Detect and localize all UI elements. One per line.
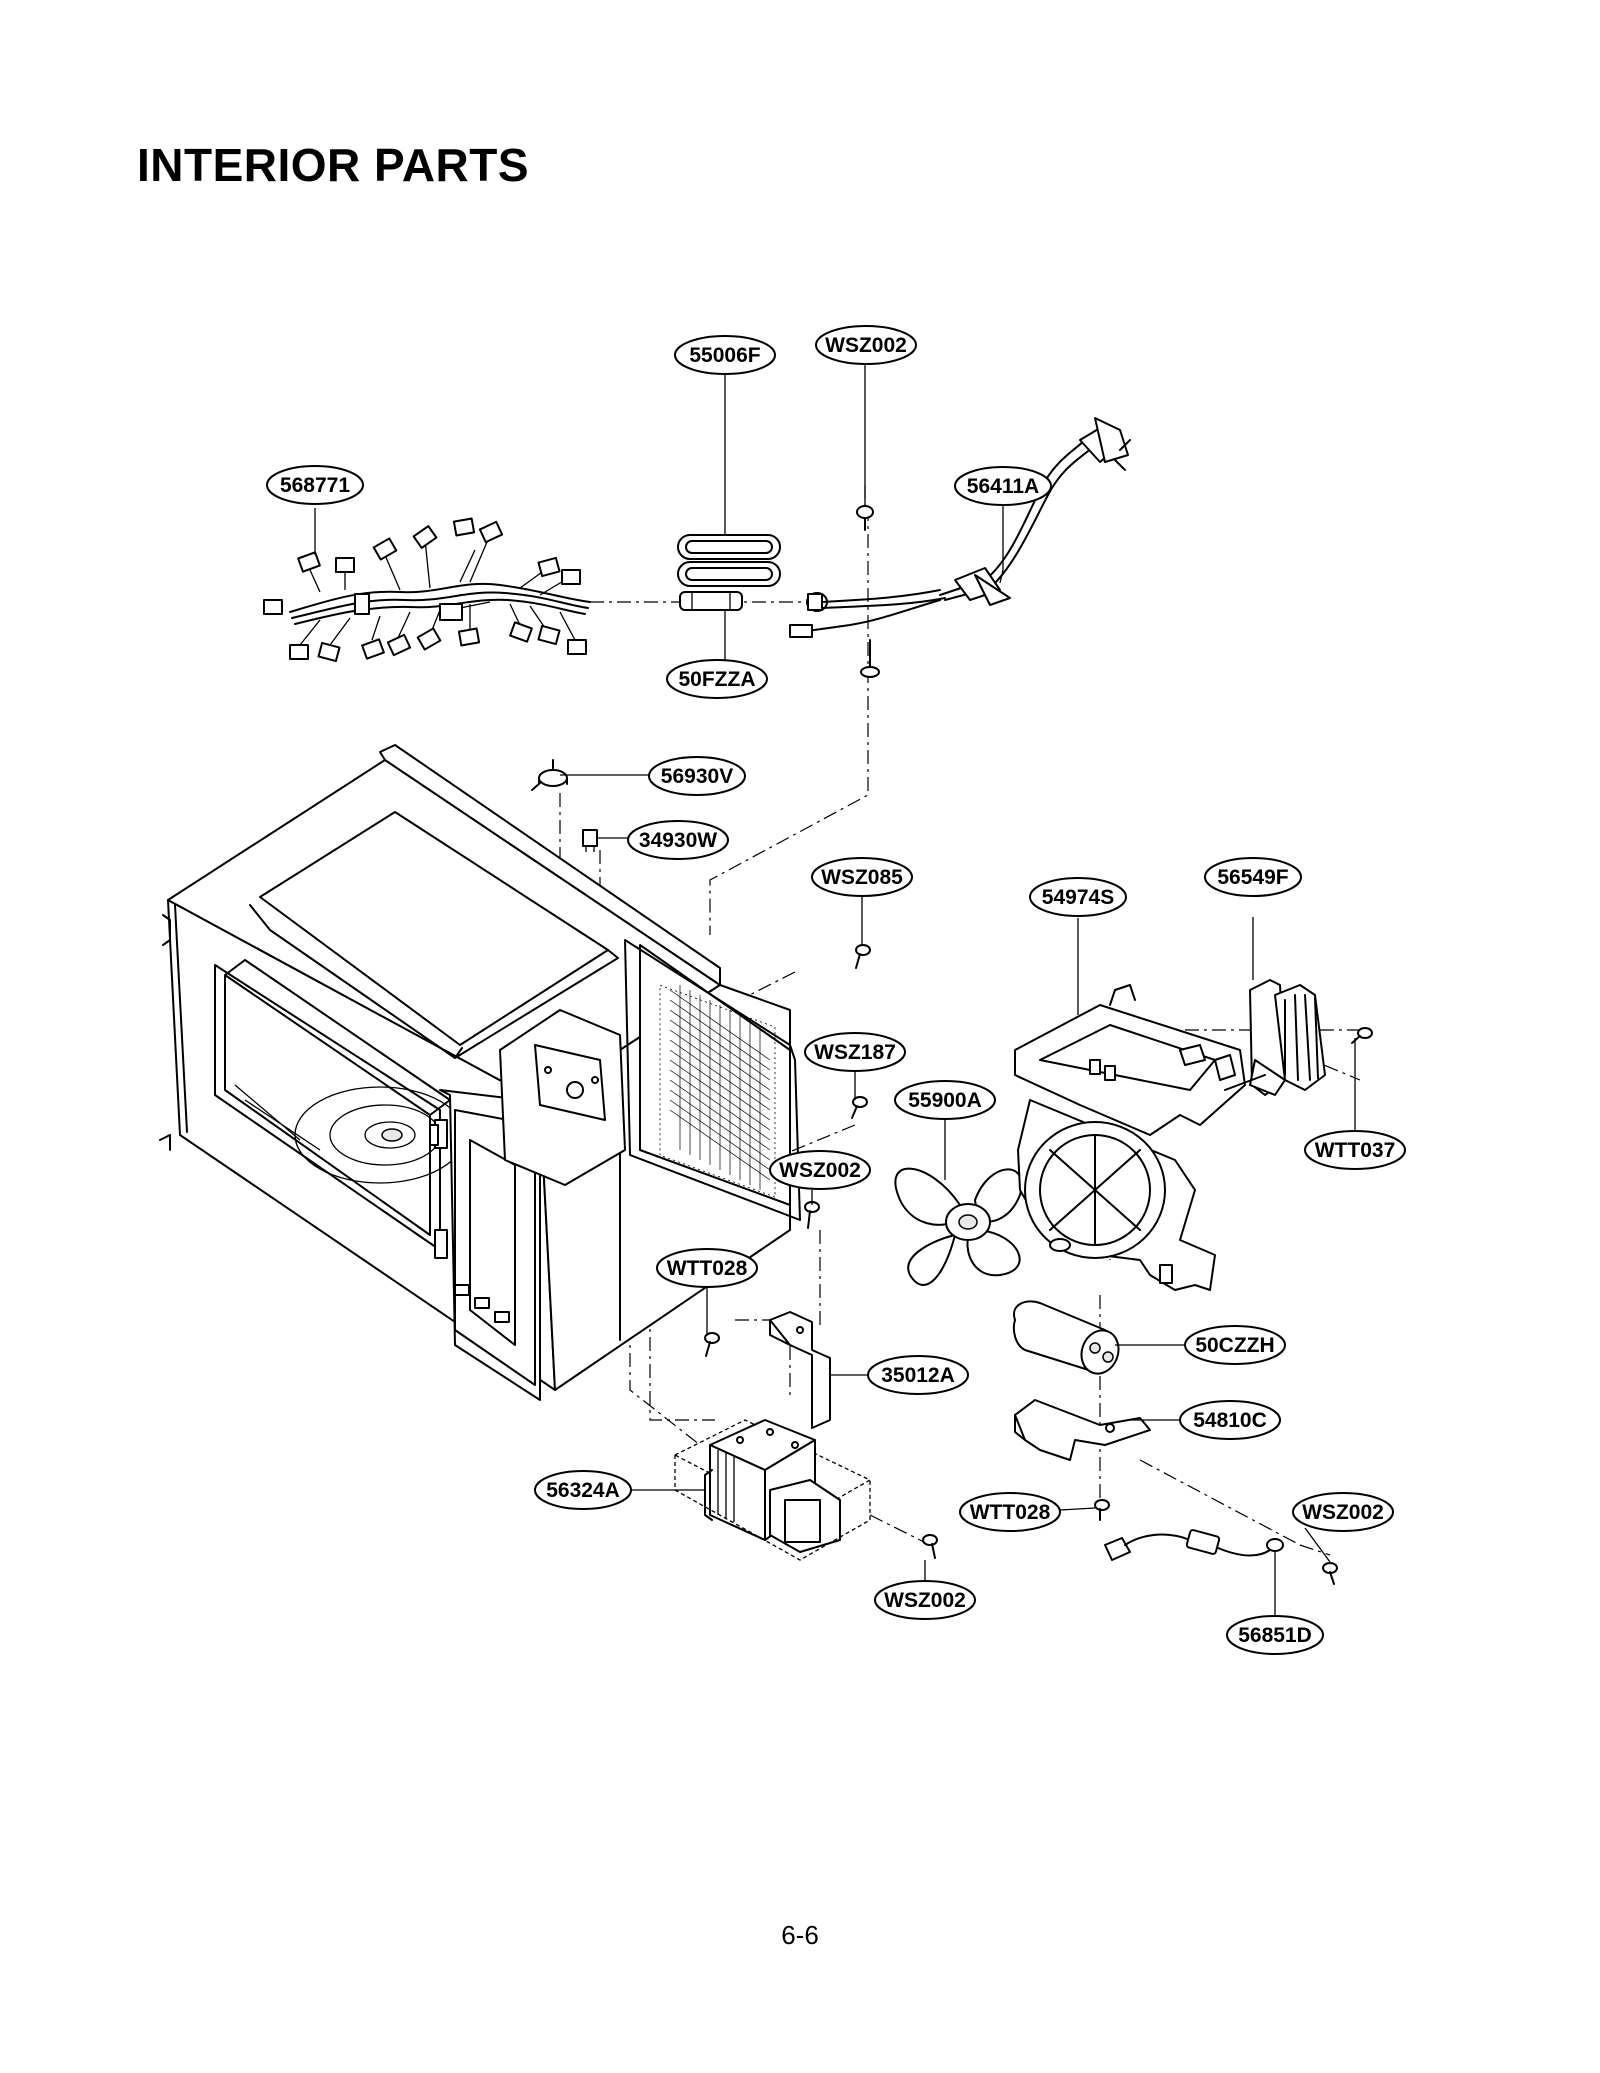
callout-56851D: 56851D — [1226, 1615, 1324, 1655]
callout-54974S: 54974S — [1029, 877, 1127, 917]
wire-harness — [263, 517, 591, 663]
callout-label: 50FZZA — [678, 668, 755, 691]
callout-50FZZA: 50FZZA — [666, 659, 768, 699]
screws-cluster — [704, 944, 871, 1357]
callout-wsz002-bottom: WSZ002 — [874, 1580, 976, 1620]
callout-54810C: 54810C — [1179, 1400, 1281, 1440]
callout-label: 56851D — [1238, 1624, 1312, 1647]
leader-lines — [314, 360, 1356, 1615]
magnetron — [674, 1419, 871, 1561]
callout-label: 568771 — [280, 474, 350, 497]
callout-50CZZH: 50CZZH — [1184, 1325, 1286, 1365]
switch-34930w — [582, 829, 598, 852]
capacitor — [1012, 1300, 1120, 1375]
screw-wtt028-right — [1094, 1499, 1110, 1521]
callout-55006F: 55006F — [674, 335, 776, 375]
callout-label: 56930V — [661, 765, 733, 788]
callout-label: 54810C — [1193, 1409, 1267, 1432]
callout-35012A: 35012A — [867, 1355, 969, 1395]
air-guide — [1014, 984, 1246, 1291]
screws-bottom — [922, 1534, 1338, 1585]
callout-label: 56411A — [967, 475, 1039, 498]
page-number: 6-6 — [781, 1920, 819, 1950]
callout-label: WTT028 — [970, 1501, 1051, 1524]
callout-label: 55900A — [908, 1089, 982, 1112]
oven-cavity — [159, 744, 801, 1401]
callout-wtt028-right: WTT028 — [959, 1492, 1061, 1532]
callout-56324A: 56324A — [534, 1470, 632, 1510]
callout-label: WTT028 — [667, 1257, 748, 1280]
callout-wsz002-top: WSZ002 — [815, 325, 917, 365]
callout-wsz002-mid: WSZ002 — [769, 1150, 871, 1190]
fuse-parts — [677, 534, 781, 611]
callout-label: WSZ002 — [779, 1159, 861, 1182]
callout-wsz002-right: WSZ002 — [1292, 1492, 1394, 1532]
callout-label: 56549F — [1217, 866, 1288, 889]
callout-56411A: 56411A — [954, 466, 1052, 506]
page-title: INTERIOR PARTS — [137, 139, 530, 191]
callout-label: WSZ002 — [884, 1589, 966, 1612]
callout-56549F: 56549F — [1204, 857, 1302, 897]
callout-label: 35012A — [881, 1364, 955, 1387]
bracket-56549f — [1224, 979, 1326, 1096]
bracket-35012a — [769, 1311, 831, 1429]
callout-wtt028-left: WTT028 — [656, 1248, 758, 1288]
callout-label: WSZ085 — [821, 866, 903, 889]
callout-label: WSZ002 — [1302, 1501, 1384, 1524]
callout-568771: 568771 — [266, 465, 364, 505]
callout-56930V: 56930V — [648, 756, 746, 796]
callout-wsz085: WSZ085 — [811, 857, 913, 897]
callout-label: WTT037 — [1315, 1139, 1396, 1162]
callout-label: WSZ002 — [825, 334, 907, 357]
callout-34930W: 34930W — [627, 820, 729, 860]
power-cord — [789, 417, 1131, 678]
screw-top — [856, 505, 874, 531]
callout-label: 56324A — [546, 1479, 620, 1502]
thermostat — [531, 759, 568, 791]
callout-wsz187: WSZ187 — [804, 1032, 906, 1072]
callout-label: 50CZZH — [1195, 1334, 1274, 1357]
callout-label: 55006F — [689, 344, 760, 367]
callout-label: 34930W — [639, 829, 717, 852]
callout-label: 54974S — [1042, 886, 1114, 909]
callout-wtt037: WTT037 — [1304, 1130, 1406, 1170]
lead-56851d — [1104, 1529, 1284, 1561]
bracket-54810c — [1014, 1399, 1151, 1461]
callout-55900A: 55900A — [894, 1080, 996, 1120]
callout-label: WSZ187 — [814, 1041, 896, 1064]
fan-blade — [894, 1167, 1023, 1286]
screw-wtt037 — [1351, 1027, 1373, 1044]
